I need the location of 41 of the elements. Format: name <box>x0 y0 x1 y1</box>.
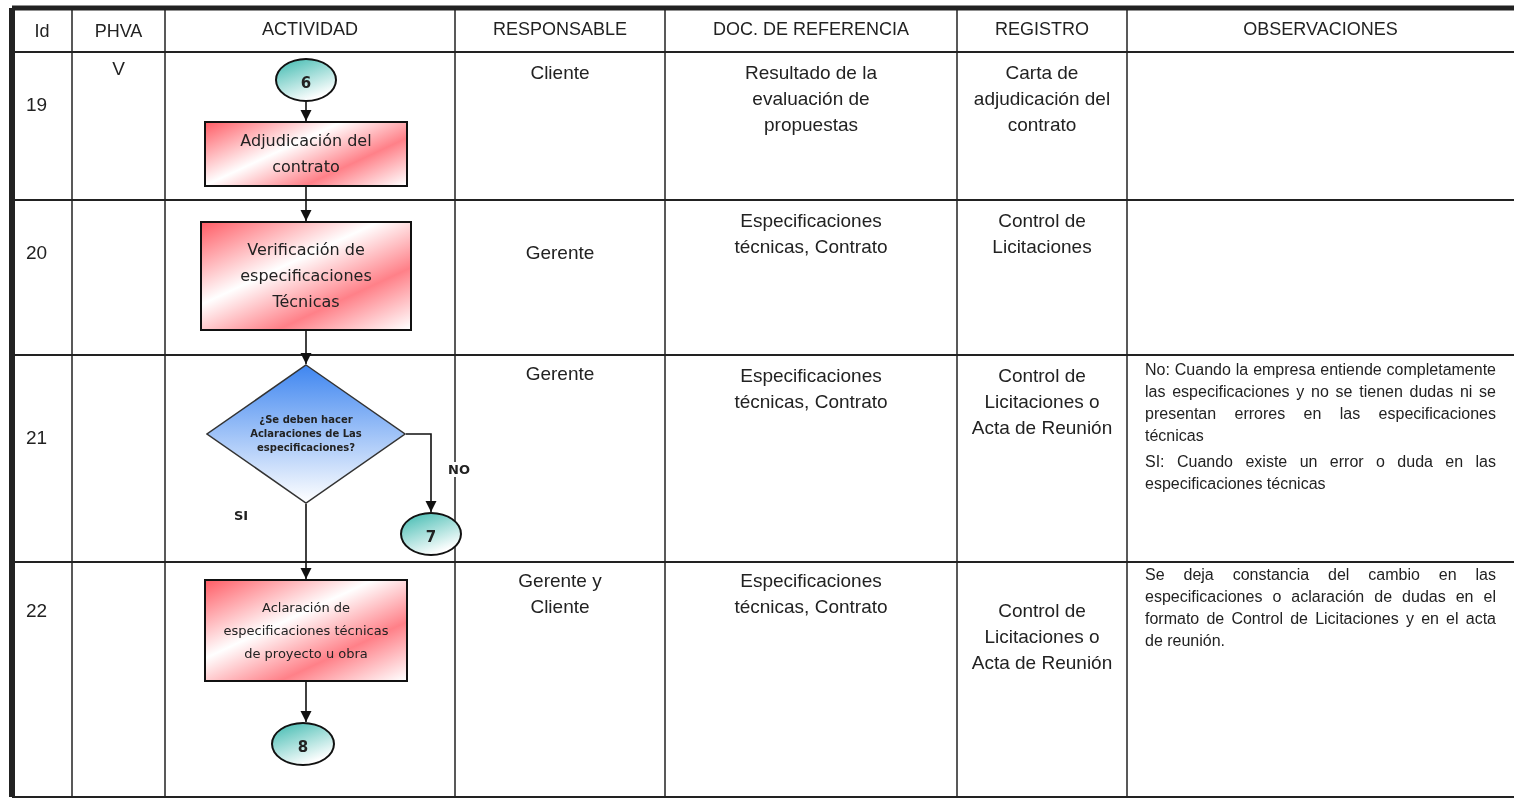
table-cell-text: Control de Licitaciones <box>991 209 1093 259</box>
decision-diamond: ¿Se deben hacer Aclaraciones de Las especificaciones? <box>206 364 406 504</box>
connector-circle: 8 <box>271 722 335 766</box>
column-header: OBSERVACIONES <box>1242 18 1399 41</box>
row-id: 21 <box>26 426 49 450</box>
table-cell-text: Cliente <box>529 61 591 85</box>
column-header: PHVA <box>93 20 144 43</box>
column-header: REGISTRO <box>994 18 1090 41</box>
row-id: 20 <box>26 241 49 265</box>
observation-text: Se deja constancia del cambio en las especificaciones o aclaración de dudas en el formato de Control de Licitaciones y en el acta de reunión. <box>1145 565 1496 651</box>
process-box: Verificación de especificaciones Técnicas <box>200 221 412 331</box>
table-cell-text: Especificaciones técnicas, Contrato <box>733 569 889 619</box>
arrow <box>300 101 312 122</box>
arrow <box>300 503 312 580</box>
row-id: 19 <box>26 93 49 117</box>
table-cell-text: Gerente <box>524 362 596 386</box>
process-box: Adjudicación del contrato <box>204 121 408 187</box>
arrow <box>300 681 312 723</box>
connector-circle: 7 <box>400 512 462 556</box>
table-cell-text: V <box>111 57 126 81</box>
table-cell-text: Especificaciones técnicas, Contrato <box>733 209 889 259</box>
table-cell-text: Carta de adjudicación del contrato <box>972 61 1112 137</box>
column-header: RESPONSABLE <box>491 18 629 41</box>
arrow <box>300 330 312 365</box>
column-header: ACTIVIDAD <box>261 18 359 41</box>
connector-circle: 6 <box>275 58 337 102</box>
table-cell-text: Gerente y Cliente <box>517 569 603 619</box>
table-cell-text: Control de Licitaciones o Acta de Reunión <box>971 364 1113 440</box>
column-header: DOC. DE REFERENCIA <box>712 18 910 41</box>
row-id: 22 <box>26 599 49 623</box>
table-cell-text: Control de Licitaciones o Acta de Reunión <box>971 599 1113 675</box>
process-box: Aclaración de especificaciones técnicas de proyecto u obra <box>204 579 408 682</box>
table-cell-text: Gerente <box>524 241 596 265</box>
observation-text: No: Cuando la empresa entiende completamente las especificaciones y no se tienen dudas ni se presentan errores en las especificaciones técnicas <box>1145 360 1496 446</box>
table-cell-text: Especificaciones técnicas, Contrato <box>733 364 889 414</box>
column-header: Id <box>33 20 51 43</box>
arrow <box>405 433 437 513</box>
edge-label: NO <box>446 462 472 477</box>
table-cell-text: Resultado de la evaluación de propuestas <box>743 61 878 137</box>
arrow <box>300 186 312 222</box>
observation-text: SI: Cuando existe un error o duda en las especificaciones técnicas <box>1145 452 1496 494</box>
